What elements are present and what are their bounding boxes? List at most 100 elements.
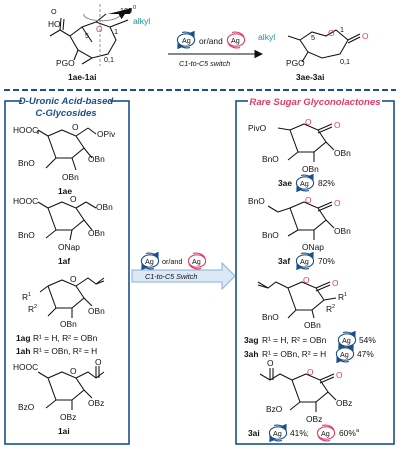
c1-number-product: 1	[340, 25, 344, 34]
compound-1ai: HOOC O O BzO OBz OBz 1ai	[13, 357, 105, 436]
3ag-obn: OBn	[304, 320, 321, 330]
ag-badge-pink-text: Ag	[231, 36, 240, 45]
3ai-yield-2-sup: a	[356, 428, 360, 434]
1af-onap: ONap	[58, 242, 80, 252]
1ai-obz-1: OBz	[88, 398, 104, 408]
3ah-label: 3ah	[244, 349, 258, 359]
ring-o: O	[96, 24, 103, 34]
1ah-label: 1ah	[16, 346, 30, 356]
3ai-obz: OBz	[336, 398, 352, 408]
compound-3af: BnO O O BnO OBn ONap 3af Ag 70%	[248, 195, 351, 269]
1ai-obz-2: OBz	[60, 412, 76, 422]
mid-switch-label: C1-to-C5 Switch	[145, 272, 197, 281]
ho-label: HO	[48, 19, 61, 29]
ring-index: 0,1	[104, 55, 114, 64]
c5-number: 5	[85, 31, 89, 40]
header-starting-material: 180 0 HO O O 5 1 alkyl PGO 0,1 1ae-1ai	[48, 4, 150, 82]
compound-1ae: HOOC O OPiv BnO OBn OBn 1ae	[13, 122, 116, 196]
carbonyl-o: O	[51, 7, 57, 16]
3af-bno-2: BnO	[262, 230, 279, 240]
1ai-bzo: BzO	[18, 402, 35, 412]
3ae-bno: BnO	[262, 154, 279, 164]
3ag-yield: 54%	[359, 335, 376, 345]
3af-label: 3af	[278, 256, 290, 266]
1ai-label: 1ai	[58, 426, 70, 436]
1ai-hooc: HOOC	[13, 362, 38, 372]
compound-3ag-3ah: O O R 1 R 2 BnO OBn 3ag R¹ = H, R² = OBn…	[244, 275, 376, 362]
1ae-label: 1ae	[58, 186, 72, 196]
3ai-carbonyl-o: O	[336, 370, 343, 380]
3ai-ag-text: Ag	[273, 429, 282, 438]
ring-o-product: O	[328, 28, 335, 38]
1af-label: 1af	[58, 256, 70, 266]
3ag-ring-o: O	[303, 275, 310, 285]
middle-transfer-arrow: Ag or/and Ag C1-to-C5 Switch	[131, 252, 236, 291]
3ae-label: 3ae	[278, 178, 292, 188]
3ag-label: 3ag	[244, 335, 258, 345]
1ag-ring-o: O	[70, 274, 77, 284]
3ai-yield-2: 60%	[339, 428, 356, 438]
header-reaction-arrow: Ag or/and Ag C1-to-C5 switch	[168, 31, 264, 68]
header-product: alkyl 5 1 O O PGO 0,1 3ae-3ai	[258, 25, 369, 82]
1ae-hooc: HOOC	[13, 125, 38, 135]
c5-number-product: 5	[311, 33, 315, 42]
left-panel-title-1: D-Uronic Acid-based	[19, 96, 115, 107]
compound-3ai: O O O BzO OBz OBz 3ai Ag 41% ; Ag 60% a	[248, 358, 360, 442]
3af-carbonyl-o: O	[334, 198, 341, 208]
right-title-bg	[248, 95, 382, 108]
mid-ag-pink-text: Ag	[192, 257, 201, 266]
3ai-ring-o: O	[307, 367, 314, 377]
1af-ring-o: O	[70, 194, 77, 204]
3af-onap: ONap	[302, 242, 324, 252]
1ae-ring-o: O	[72, 122, 79, 132]
alkyl-label: alkyl	[133, 16, 150, 26]
compound-3ae: PivO O O BnO OBn OBn 3ae Ag 82%	[248, 117, 351, 191]
rotation-label: 180	[120, 6, 132, 15]
left-panel-title-2: C-Glycosides	[35, 108, 96, 119]
1ai-ring-o: O	[70, 366, 77, 376]
1ai-ketone-o: O	[95, 357, 102, 367]
pgo-product: PGO	[286, 58, 305, 68]
ring-index-product: 0,1	[340, 57, 350, 66]
compound-1af: HOOC O OBn BnO OBn ONap 1af	[13, 194, 113, 266]
1ae-bno: BnO	[18, 158, 35, 168]
3ag-ag-text: Ag	[342, 336, 351, 345]
3ai-ag-pink-text: Ag	[321, 429, 330, 438]
3ag-carbonyl-o: O	[332, 278, 339, 288]
pgo-label: PGO	[56, 58, 75, 68]
1ag-label: 1ag	[16, 333, 30, 343]
c1-number: 1	[114, 27, 118, 36]
left-title-bg	[22, 94, 110, 120]
1ae-opiv: OPiv	[97, 129, 116, 139]
3af-bno: BnO	[248, 196, 265, 206]
alkyl-label-product: alkyl	[258, 32, 275, 42]
mid-ag-text: Ag	[145, 257, 154, 266]
1af-hooc: HOOC	[13, 196, 38, 206]
3ai-ketone-o: O	[267, 358, 274, 368]
1ag-obn-1: OBn	[88, 306, 105, 316]
compound-1ag-1ah: O R 1 R 2 OBn OBn 1ag R¹ = H, R² = OBn 1…	[16, 274, 105, 356]
mid-or-and: or/and	[162, 257, 182, 266]
1ag-r2-sup: 2	[34, 304, 37, 310]
3ag-r1-sup: 1	[344, 292, 347, 298]
start-compound-label: 1ae-1ai	[68, 72, 96, 82]
3ag-substituents: R¹ = H, R² = OBn	[262, 335, 327, 345]
1af-bno: BnO	[18, 230, 35, 240]
ag-badge-text: Ag	[182, 36, 191, 45]
3ae-obn: OBn	[334, 148, 351, 158]
1ag-r1: R	[22, 292, 28, 302]
switch-label: C1-to-C5 switch	[179, 59, 230, 68]
1ah-substituents: R¹ = OBn, R² = H	[33, 346, 97, 356]
3ah-yield: 47%	[357, 349, 374, 359]
3ai-bzo: BzO	[266, 404, 283, 414]
left-panel-frame	[4, 100, 130, 445]
1ae-obn-2: OBn	[62, 172, 79, 182]
3ag-bno: BnO	[262, 312, 279, 322]
1af-obn-2: OBn	[88, 228, 105, 238]
1ag-r2: R	[28, 304, 34, 314]
3ae-ag-text: Ag	[300, 179, 309, 188]
3ah-ag-text: Ag	[340, 350, 349, 359]
3ae-ring-o: O	[305, 117, 312, 127]
3ai-yield-separator: ;	[306, 428, 308, 438]
